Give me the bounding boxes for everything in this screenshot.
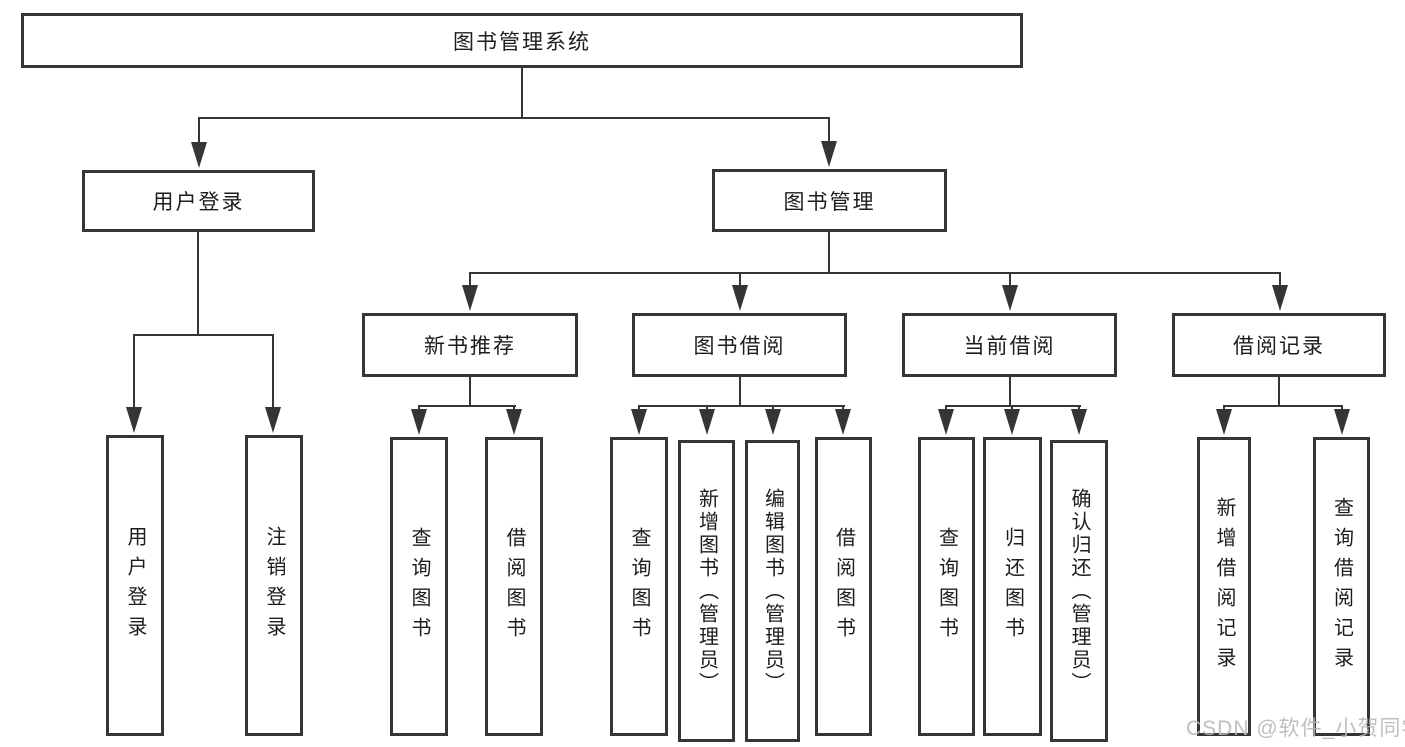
arrow-down-icon <box>1004 409 1020 435</box>
leaf-user-login: 用户登录 <box>106 435 164 736</box>
leaf-add-books-admin: 新增图书（管理员） <box>678 440 735 742</box>
node-book-management-label: 图书管理 <box>783 190 876 214</box>
leaf-add-borrow-record: 新增借阅记录 <box>1197 437 1251 736</box>
arrow-down-icon <box>506 409 522 435</box>
leaf-return-books: 归还图书 <box>983 437 1042 736</box>
arrow-down-icon <box>765 409 781 435</box>
leaf-label: 借阅图书 <box>832 526 855 647</box>
arrow-down-icon <box>1002 285 1018 311</box>
node-current-borrowing-label: 当前借阅 <box>963 335 1056 358</box>
arrow-down-icon <box>821 141 837 167</box>
arrow-down-icon <box>191 142 207 168</box>
connector-line <box>418 405 516 407</box>
arrow-down-icon <box>462 285 478 311</box>
connector-line <box>1279 273 1281 287</box>
node-new-book-recommend-label: 新书推荐 <box>424 335 516 358</box>
leaf-query-books-3: 查询图书 <box>918 437 975 736</box>
leaf-label: 编辑图书（管理员） <box>761 487 784 695</box>
arrow-down-icon <box>938 409 954 435</box>
connector-line <box>828 118 830 146</box>
leaf-label: 注销登录 <box>263 525 285 646</box>
leaf-label: 确认归还（管理员） <box>1068 487 1090 695</box>
leaf-label: 查询图书 <box>628 526 650 647</box>
node-borrowing-records-label: 借阅记录 <box>1233 335 1325 358</box>
connector-line <box>198 118 200 146</box>
leaf-query-books-1: 查询图书 <box>390 437 448 736</box>
node-root: 图书管理系统 <box>21 13 1023 68</box>
connector-line <box>1278 377 1280 407</box>
node-current-borrowing: 当前借阅 <box>902 313 1117 377</box>
node-book-management: 图书管理 <box>712 169 947 232</box>
node-book-borrowing: 图书借阅 <box>632 313 847 377</box>
connector-line <box>739 273 741 287</box>
node-user-login-label: 用户登录 <box>152 191 245 214</box>
arrow-down-icon <box>631 409 647 435</box>
arrow-down-icon <box>1071 409 1087 435</box>
arrow-down-icon <box>1216 409 1232 435</box>
leaf-label: 查询借阅记录 <box>1330 496 1353 677</box>
arrow-down-icon <box>835 409 851 435</box>
leaf-label: 用户登录 <box>124 525 146 646</box>
connector-line <box>197 232 199 335</box>
node-borrowing-records: 借阅记录 <box>1172 313 1386 377</box>
arrow-down-icon <box>732 285 748 311</box>
leaf-logout: 注销登录 <box>245 435 303 736</box>
arrow-down-icon <box>699 409 715 435</box>
connector-line <box>828 232 830 273</box>
arrow-down-icon <box>411 409 427 435</box>
connector-line <box>1009 273 1011 287</box>
node-book-borrowing-label: 图书借阅 <box>693 335 786 358</box>
connector-line <box>521 68 523 118</box>
connector-line <box>1223 405 1343 407</box>
connector-line <box>198 117 830 119</box>
connector-line <box>469 273 471 287</box>
connector-line <box>272 335 274 407</box>
connector-line <box>638 405 845 407</box>
node-user-login: 用户登录 <box>82 170 315 232</box>
node-root-label: 图书管理系统 <box>453 30 591 54</box>
watermark: CSDN @软件_小贺同学 <box>1186 717 1405 740</box>
leaf-borrow-books-2: 借阅图书 <box>815 437 872 736</box>
node-new-book-recommend: 新书推荐 <box>362 313 578 377</box>
leaf-label: 新增图书（管理员） <box>695 487 718 695</box>
connector-line <box>133 335 135 407</box>
leaf-edit-books-admin: 编辑图书（管理员） <box>745 440 800 742</box>
connector-line <box>469 377 471 407</box>
leaf-query-books-2: 查询图书 <box>610 437 668 736</box>
connector-line <box>739 377 741 407</box>
arrow-down-icon <box>1272 285 1288 311</box>
leaf-query-borrow-record: 查询借阅记录 <box>1313 437 1370 736</box>
arrow-down-icon <box>126 407 142 433</box>
connector-line <box>133 334 274 336</box>
leaf-label: 查询图书 <box>935 526 958 647</box>
connector-line <box>945 405 1081 407</box>
leaf-label: 查询图书 <box>408 526 430 647</box>
leaf-borrow-books-1: 借阅图书 <box>485 437 543 736</box>
leaf-confirm-return-admin: 确认归还（管理员） <box>1050 440 1108 742</box>
connector-line <box>469 272 1281 274</box>
leaf-label: 借阅图书 <box>503 526 525 647</box>
leaf-label: 归还图书 <box>1001 526 1024 647</box>
arrow-down-icon <box>265 407 281 433</box>
arrow-down-icon <box>1334 409 1350 435</box>
leaf-label: 新增借阅记录 <box>1213 496 1235 677</box>
connector-line <box>1009 377 1011 407</box>
